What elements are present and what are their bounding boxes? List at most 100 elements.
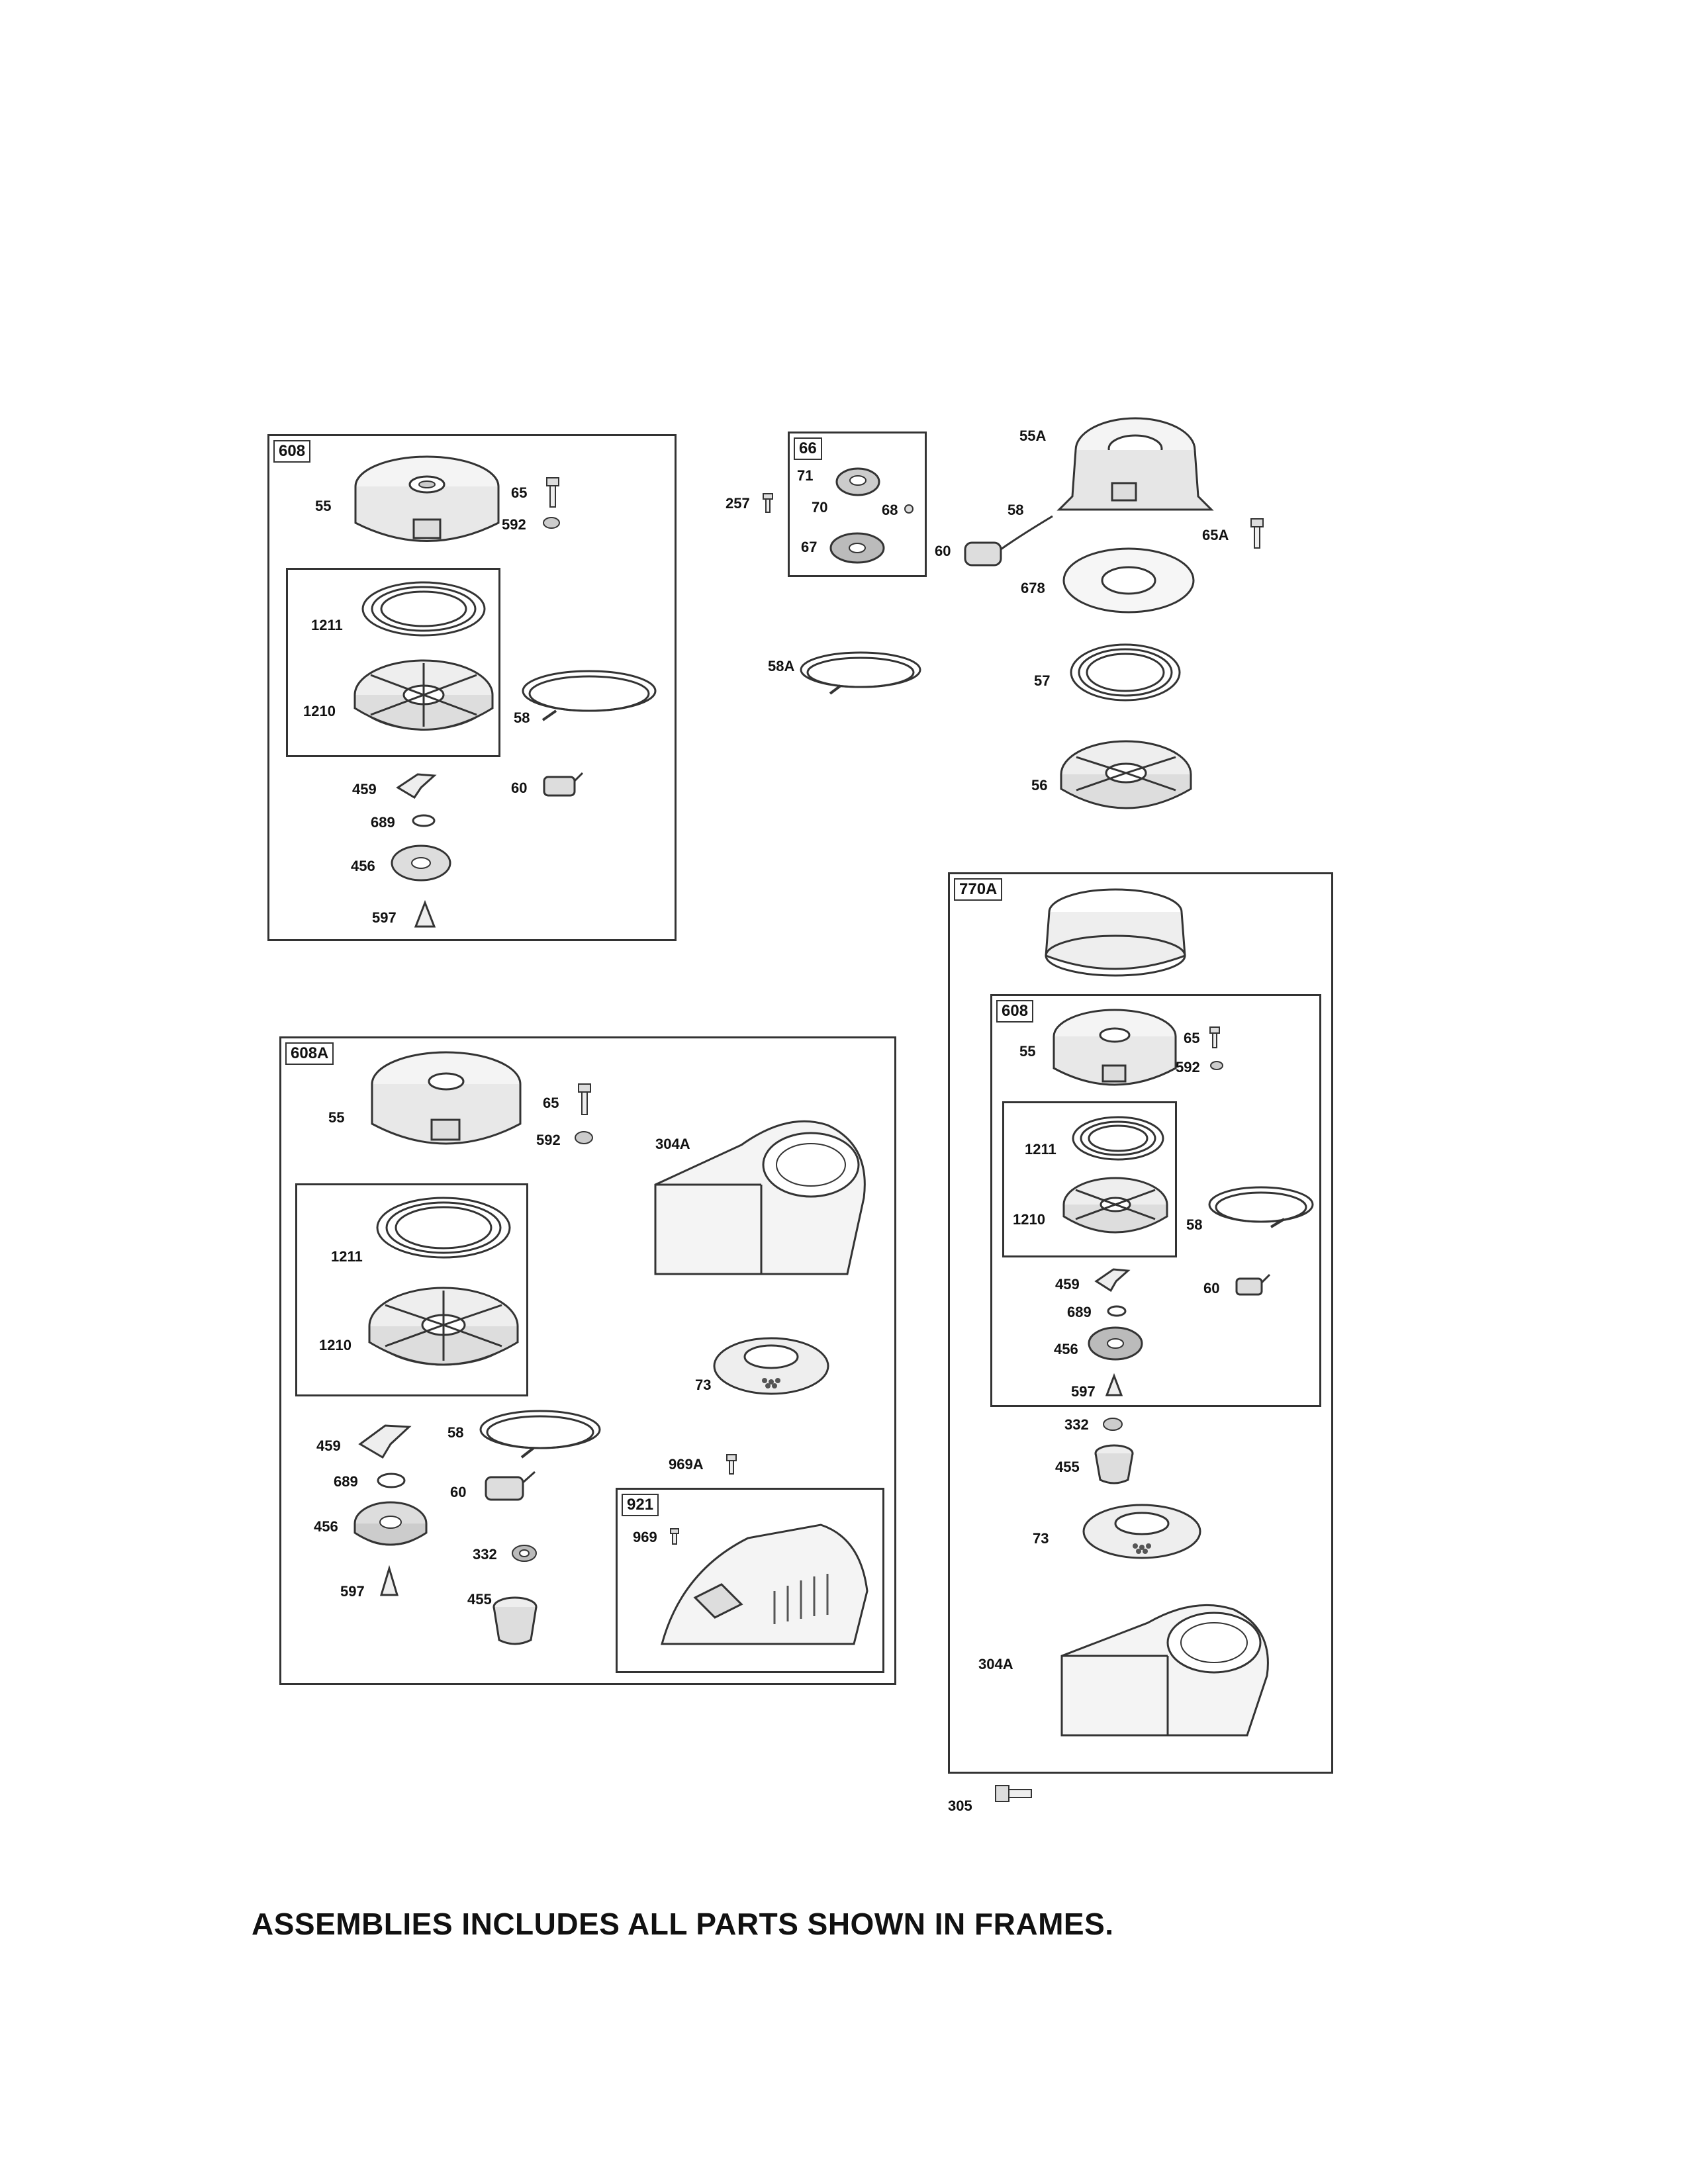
part-label-1211: 1211 xyxy=(1025,1141,1056,1158)
rewind-spring-icon xyxy=(376,1197,511,1259)
rope-icon xyxy=(479,1410,601,1459)
cup-icon xyxy=(492,1596,538,1645)
engine-cover-icon xyxy=(661,1524,868,1645)
screw-icon xyxy=(578,1083,591,1115)
part-label-1211: 1211 xyxy=(311,617,343,633)
washer-icon xyxy=(1210,1061,1223,1070)
part-label-969: 969 xyxy=(633,1529,657,1545)
assembly-frame-608A: 608A xyxy=(279,1036,896,1685)
rope-icon xyxy=(1208,1186,1314,1228)
assembly-footnote: ASSEMBLIES INCLUDES ALL PARTS SHOWN IN F… xyxy=(252,1907,1114,1941)
part-label-456: 456 xyxy=(1054,1341,1078,1357)
part-label-592: 592 xyxy=(502,516,526,533)
part-label-305: 305 xyxy=(948,1797,972,1814)
part-label-55: 55 xyxy=(315,498,332,514)
debris-screen-icon xyxy=(1082,1504,1201,1559)
rope-icon xyxy=(800,651,921,695)
part-label-73: 73 xyxy=(695,1377,712,1393)
part-label-455: 455 xyxy=(467,1591,492,1608)
assembly-tag: 608 xyxy=(996,1000,1034,1023)
part-label-60: 60 xyxy=(1203,1280,1220,1297)
screw-icon xyxy=(1250,518,1264,549)
part-label-56: 56 xyxy=(1031,777,1048,794)
part-label-597: 597 xyxy=(1071,1383,1096,1400)
rewind-spring-icon xyxy=(1072,1116,1164,1161)
ratchet-icon xyxy=(829,532,885,564)
part-label-70: 70 xyxy=(812,499,828,516)
blower-housing-icon xyxy=(1060,1604,1269,1737)
assembly-tag: 66 xyxy=(794,437,822,460)
part-label-459: 459 xyxy=(1055,1276,1080,1293)
starter-housing-icon xyxy=(1056,417,1214,511)
retainer-icon xyxy=(379,1565,399,1596)
part-label-1211: 1211 xyxy=(331,1248,363,1265)
ball-icon xyxy=(904,504,914,514)
assembly-frame-921: 921 xyxy=(616,1488,884,1673)
spring-clip-icon xyxy=(1107,1305,1127,1317)
handle-icon xyxy=(1235,1273,1271,1296)
spring-clip-icon xyxy=(412,814,436,827)
part-label-60: 60 xyxy=(935,543,951,559)
part-label-257: 257 xyxy=(726,495,750,512)
part-label-60: 60 xyxy=(511,780,528,796)
part-label-68: 68 xyxy=(882,502,898,518)
screw-icon xyxy=(670,1528,679,1545)
pulley-icon xyxy=(1060,740,1192,809)
assembly-frame-608-inner: 608 xyxy=(990,994,1321,1407)
part-label-58: 58 xyxy=(447,1424,464,1441)
cup-icon xyxy=(1094,1444,1134,1484)
part-label-969A: 969A xyxy=(669,1456,704,1473)
screw-icon xyxy=(726,1454,737,1475)
part-label-459: 459 xyxy=(316,1437,341,1454)
assembly-frame-66: 66 xyxy=(788,432,927,577)
part-label-455: 455 xyxy=(1055,1459,1080,1475)
part-label-58: 58 xyxy=(514,709,530,726)
pulley-icon xyxy=(1062,1177,1168,1234)
part-label-58A: 58A xyxy=(768,658,795,674)
starter-housing-icon xyxy=(371,1051,522,1145)
ratchet-icon xyxy=(391,844,451,882)
part-label-1210: 1210 xyxy=(319,1337,352,1353)
part-label-60: 60 xyxy=(450,1484,467,1500)
part-label-332: 332 xyxy=(1064,1416,1089,1433)
part-label-71: 71 xyxy=(797,467,814,484)
part-label-332: 332 xyxy=(473,1546,497,1563)
rewind-spring-icon xyxy=(361,581,486,637)
nut-icon xyxy=(512,1545,537,1562)
part-label-456: 456 xyxy=(351,858,375,874)
pawl-icon xyxy=(396,773,437,799)
part-label-1210: 1210 xyxy=(303,703,336,719)
part-label-67: 67 xyxy=(801,539,818,555)
debris-screen-icon xyxy=(713,1337,829,1395)
part-label-304A: 304A xyxy=(978,1656,1013,1672)
part-label-678: 678 xyxy=(1021,580,1045,596)
screw-icon xyxy=(763,493,773,513)
blower-housing-icon xyxy=(654,1120,866,1275)
washer-plate-icon xyxy=(1062,547,1195,614)
part-label-689: 689 xyxy=(371,814,395,831)
starter-housing-icon xyxy=(1053,1009,1177,1086)
pulley-icon xyxy=(353,659,494,731)
part-label-58: 58 xyxy=(1186,1216,1203,1233)
handle-icon xyxy=(485,1471,536,1501)
part-label-689: 689 xyxy=(1067,1304,1092,1320)
assembly-tag: 921 xyxy=(622,1494,659,1516)
pulley-icon xyxy=(368,1287,519,1366)
sub-frame-1211-1210 xyxy=(295,1183,528,1396)
spring-clip-icon xyxy=(377,1473,406,1488)
assembly-frame-770A: 770A xyxy=(948,872,1333,1774)
assembly-tag: 608A xyxy=(285,1042,334,1065)
part-label-459: 459 xyxy=(352,781,377,797)
ratchet-cup-icon xyxy=(835,467,880,496)
part-label-65A: 65A xyxy=(1202,527,1229,543)
part-label-689: 689 xyxy=(334,1473,358,1490)
assembly-frame-608-top: 608 xyxy=(267,434,677,941)
part-label-597: 597 xyxy=(340,1583,365,1600)
part-label-304A: 304A xyxy=(655,1136,690,1152)
handle-icon xyxy=(543,772,584,797)
part-label-65: 65 xyxy=(543,1095,559,1111)
starter-housing-icon xyxy=(354,455,500,542)
assembly-tag: 608 xyxy=(273,440,311,463)
retainer-icon xyxy=(1105,1373,1123,1396)
part-label-58: 58 xyxy=(1008,502,1024,518)
